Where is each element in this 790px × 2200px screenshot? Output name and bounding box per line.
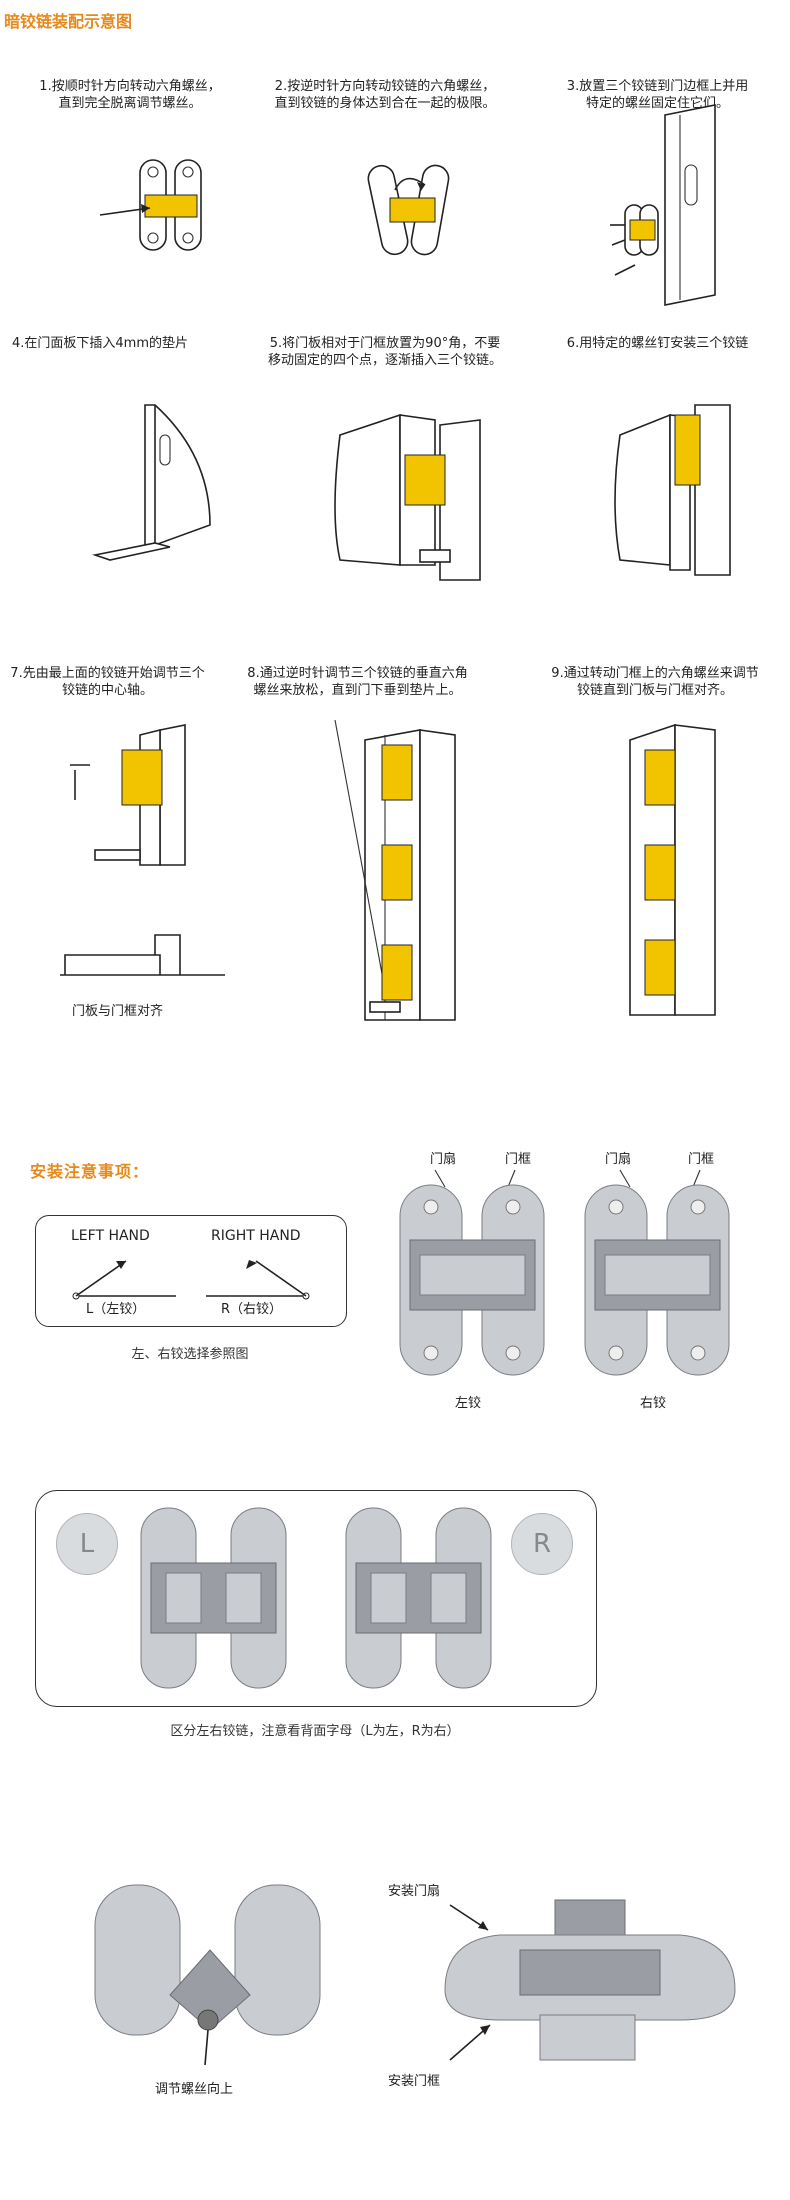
hand-diagram <box>72 1260 310 1300</box>
install-leaf-label: 安装门扇 <box>388 1884 441 1899</box>
step-6-text: 6.用特定的螺丝钉安装三个铰链 <box>566 336 749 351</box>
step-3-illustration <box>610 104 716 306</box>
install-frame-label: 安装门框 <box>388 2074 441 2089</box>
left-hinge-photo <box>399 1169 545 1376</box>
step-6-illustration <box>614 404 731 576</box>
page-title: 暗铰链装配示意图 <box>4 12 133 31</box>
letter-reference-box: L R <box>35 1490 597 1707</box>
label-door-frame-right: 门框 <box>688 1152 715 1167</box>
step-8-text: 8.通过逆时针调节三个铰链的垂直六角 螺丝来放松，直到门下垂到垫片上。 <box>247 666 468 698</box>
letter-L-badge: L <box>56 1513 118 1575</box>
step-9-text: 9.通过转动门框上的六角螺丝来调节 铰链直到门板与门框对齐。 <box>551 666 759 698</box>
letter-R-badge: R <box>511 1513 573 1575</box>
right-hinge-photo <box>584 1169 730 1376</box>
label-door-frame-left: 门框 <box>505 1152 532 1167</box>
step-1-illustration <box>99 159 202 251</box>
letter-reference-caption: 区分左右铰链，注意看背面字母（L为左，R为右） <box>170 1724 460 1739</box>
step-4-text: 4.在门面板下插入4mm的垫片 <box>12 336 189 351</box>
step-2-text: 2.按逆时针方向转动铰链的六角螺丝， 直到铰链的身体达到合在一起的极限。 <box>274 79 496 111</box>
right-hand-label: RIGHT HAND <box>211 1228 301 1244</box>
step-8-illustration <box>334 719 456 1021</box>
hinge-back-right <box>345 1507 492 1689</box>
step-1-text: 1.按顺时针方向转动六角螺丝， 直到完全脱离调节螺丝。 <box>39 79 221 111</box>
right-hinge-code: R（右铰） <box>221 1302 283 1317</box>
label-door-leaf-right: 门扇 <box>605 1152 632 1167</box>
step-5-text: 5.将门板相对于门框放置为90°角，不要 移动固定的四个点，逐渐插入三个铰链。 <box>267 336 502 368</box>
hinge-folded-photo <box>94 1884 321 2066</box>
step-7-text: 7.先由最上面的铰链开始调节三个 铰链的中心轴。 <box>10 666 205 698</box>
step-7-alignment-sketch <box>60 934 225 976</box>
step-5-illustration <box>334 413 481 581</box>
left-hinge-label: 左铰 <box>455 1396 482 1411</box>
step-9-illustration <box>629 723 716 1016</box>
left-hand-label: LEFT HAND <box>71 1228 150 1244</box>
hand-reference-box: LEFT HAND RIGHT HAND L（左铰） R（右铰） <box>35 1215 347 1327</box>
step-2-illustration <box>367 164 450 256</box>
hinge-back-left <box>140 1507 287 1689</box>
step-7-illustration <box>70 724 186 866</box>
label-door-leaf-left: 门扇 <box>430 1152 457 1167</box>
step-3-text: 3.放置三个铰链到门边框上并用 特定的螺丝固定住它们。 <box>566 79 749 111</box>
hinge-side-photo <box>444 1899 736 2061</box>
left-hinge-code: L（左铰） <box>86 1302 146 1317</box>
screw-up-label: 调节螺丝向上 <box>155 2082 234 2097</box>
right-hinge-label: 右铰 <box>640 1396 667 1411</box>
hand-reference-caption: 左、右铰选择参照图 <box>131 1347 249 1362</box>
step-7-caption: 门板与门框对齐 <box>72 1004 164 1019</box>
notes-title: 安装注意事项： <box>30 1162 150 1181</box>
step-4-illustration <box>91 404 211 561</box>
